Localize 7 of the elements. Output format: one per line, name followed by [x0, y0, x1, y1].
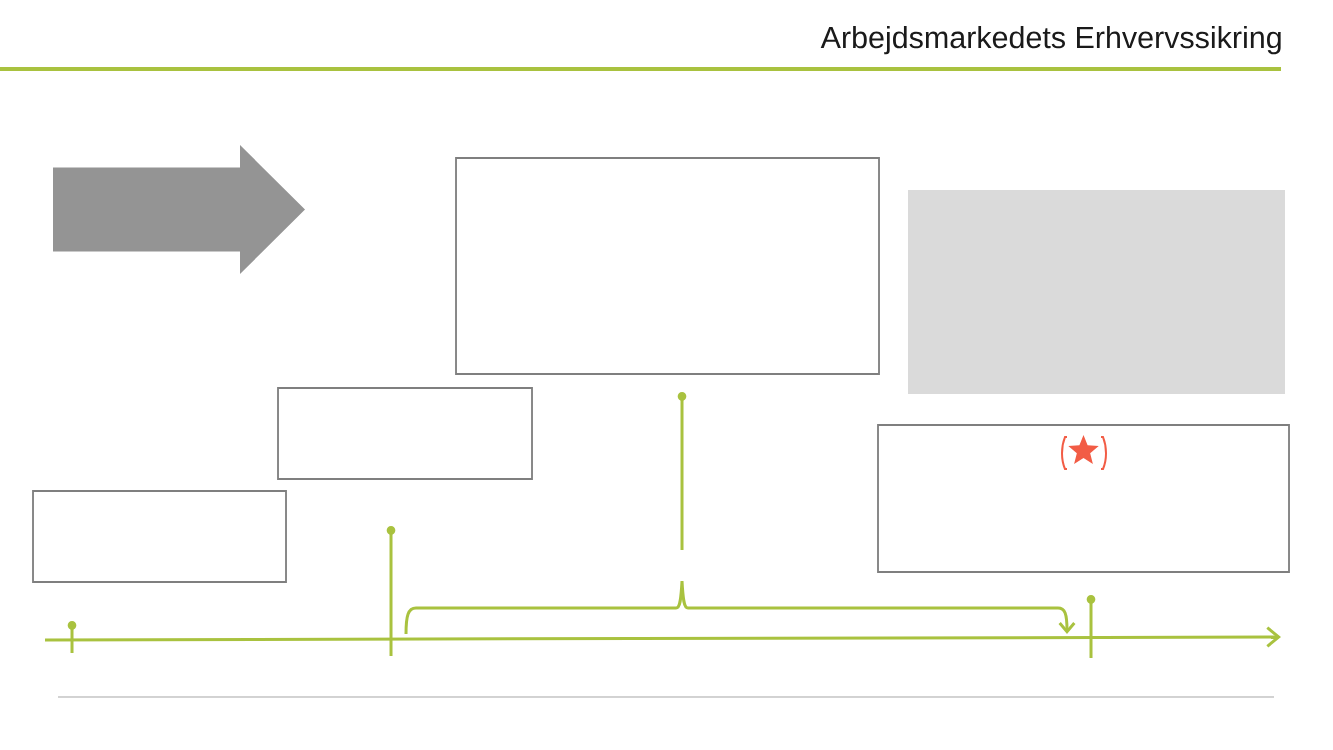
outlined-box: [32, 490, 287, 583]
outlined-box: [877, 424, 1290, 573]
block-arrow: [53, 145, 305, 274]
outlined-box: [277, 387, 533, 480]
outlined-box: [455, 157, 880, 375]
shaded-panel: [908, 190, 1285, 394]
title: Arbejdsmarkedets Erhvervssikring: [820, 25, 1281, 55]
